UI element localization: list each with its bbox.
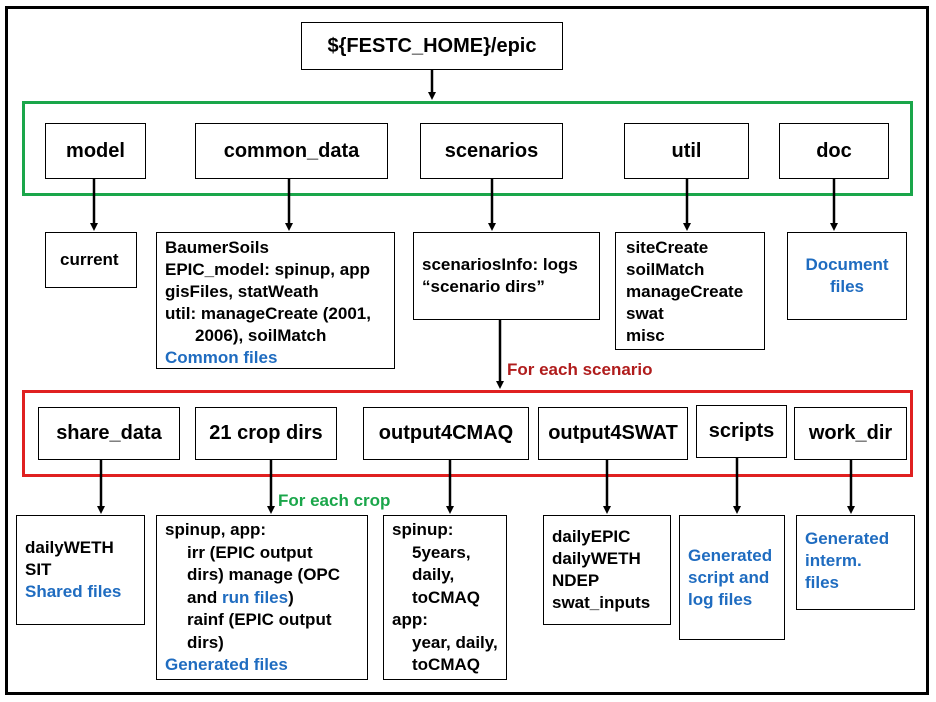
output4cmaq-item: 5years,: [412, 542, 471, 562]
output4swat-item: NDEP: [552, 571, 600, 590]
for-each-scenario-label: For each scenario: [507, 360, 653, 379]
model-contents: current: [45, 232, 137, 288]
util-contents: siteCreate soilMatch manageCreate swat m…: [615, 232, 765, 350]
output4cmaq-item: app:: [392, 610, 428, 629]
node-crop-dirs-label: 21 crop dirs: [209, 422, 323, 444]
node-work-dir: work_dir: [794, 407, 907, 460]
node-output4cmaq-label: output4CMAQ: [378, 422, 514, 444]
for-each-crop-label: For each crop: [278, 491, 391, 510]
crop-dirs-close-paren: ): [288, 587, 294, 607]
root-label: ${FESTC_HOME}/epic: [327, 34, 537, 57]
output4swat-item: swat_inputs: [552, 593, 651, 612]
output4cmaq-contents: spinup: 5years, daily, toCMAQ app: year,…: [383, 515, 507, 680]
crop-dirs-item: irr (EPIC output: [187, 542, 313, 562]
scripts-note: Generated: [688, 545, 773, 565]
output4cmaq-item: toCMAQ: [412, 655, 480, 674]
crop-dirs-and: and: [187, 587, 222, 607]
crop-dirs-item: dirs): [187, 632, 224, 652]
output4swat-item: dailyEPIC: [552, 527, 631, 546]
node-scenarios-label: scenarios: [444, 139, 539, 162]
scripts-contents: Generated script and log files: [679, 515, 785, 640]
node-output4cmaq: output4CMAQ: [363, 407, 529, 460]
output4cmaq-item: spinup:: [392, 520, 454, 539]
share-data-contents: dailyWETH SIT Shared files: [16, 515, 145, 625]
work-dir-note: interm.: [805, 551, 862, 570]
top-level-group: [22, 101, 913, 196]
scenario-group: [22, 390, 913, 477]
share-data-item: dailyWETH: [25, 538, 114, 557]
crop-dirs-run-files: run files: [221, 587, 289, 607]
crop-dirs-contents: spinup, app: irr (EPIC output dirs) mana…: [156, 515, 368, 680]
node-work-dir-label: work_dir: [808, 422, 893, 444]
node-common-data: common_data: [195, 123, 388, 179]
doc-note: files: [829, 277, 865, 296]
node-doc-label: doc: [816, 139, 852, 162]
common-data-note: Common files: [165, 348, 278, 367]
crop-dirs-item: rainf (EPIC output: [187, 610, 332, 629]
crop-dirs-item: dirs) manage (OPC: [187, 565, 341, 584]
node-share-data-label: share_data: [56, 422, 162, 444]
node-scripts: scripts: [696, 405, 787, 458]
output4cmaq-item: toCMAQ: [412, 587, 480, 607]
scripts-note: script and: [688, 567, 770, 587]
node-model: model: [45, 123, 146, 179]
node-util: util: [624, 123, 749, 179]
crop-dirs-note: Generated files: [165, 655, 288, 674]
model-item: current: [60, 250, 119, 269]
node-scripts-label: scripts: [708, 420, 775, 442]
common-data-item: EPIC_model: spinup, app: [165, 260, 370, 279]
common-data-item: 2006), soilMatch: [195, 326, 327, 345]
util-item: manageCreate: [626, 282, 744, 301]
node-output4swat: output4SWAT: [538, 407, 688, 460]
node-scenarios: scenarios: [420, 123, 563, 179]
util-item: siteCreate: [626, 238, 709, 257]
crop-dirs-item-run: and run files): [165, 587, 359, 610]
node-output4swat-label: output4SWAT: [548, 422, 678, 444]
node-share-data: share_data: [38, 407, 180, 460]
output4swat-item: dailyWETH: [552, 549, 641, 568]
common-data-item: gisFiles, statWeath: [165, 282, 319, 301]
util-item: soilMatch: [626, 260, 705, 279]
node-model-label: model: [66, 139, 125, 162]
common-data-item: BaumerSoils: [165, 238, 269, 257]
common-data-contents: BaumerSoils EPIC_model: spinup, app gisF…: [156, 232, 395, 369]
share-data-note: Shared files: [25, 582, 122, 601]
doc-contents: Document files: [787, 232, 907, 320]
node-util-label: util: [671, 139, 702, 162]
common-data-item: util: manageCreate (2001,: [165, 304, 371, 323]
output4swat-contents: dailyEPIC dailyWETH NDEP swat_inputs: [543, 515, 671, 625]
root-node: ${FESTC_HOME}/epic: [301, 22, 563, 70]
output4cmaq-item: daily,: [412, 565, 455, 584]
doc-note: Document: [805, 255, 889, 274]
share-data-item: SIT: [25, 560, 52, 579]
node-common-data-label: common_data: [223, 139, 360, 162]
node-crop-dirs: 21 crop dirs: [195, 407, 337, 460]
crop-dirs-item: spinup, app:: [165, 520, 267, 539]
work-dir-contents: Generated interm. files: [796, 515, 915, 610]
output4cmaq-item: year, daily,: [412, 632, 498, 652]
work-dir-note: Generated: [805, 529, 890, 548]
scenarios-item: scenariosInfo: logs: [422, 255, 578, 274]
node-doc: doc: [779, 123, 889, 179]
work-dir-note: files: [805, 573, 840, 592]
util-item: swat: [626, 304, 664, 323]
scripts-note: log files: [688, 589, 753, 609]
util-item: misc: [626, 326, 665, 345]
scenarios-contents: scenariosInfo: logs “scenario dirs”: [413, 232, 600, 320]
scenarios-item: “scenario dirs”: [422, 277, 545, 296]
